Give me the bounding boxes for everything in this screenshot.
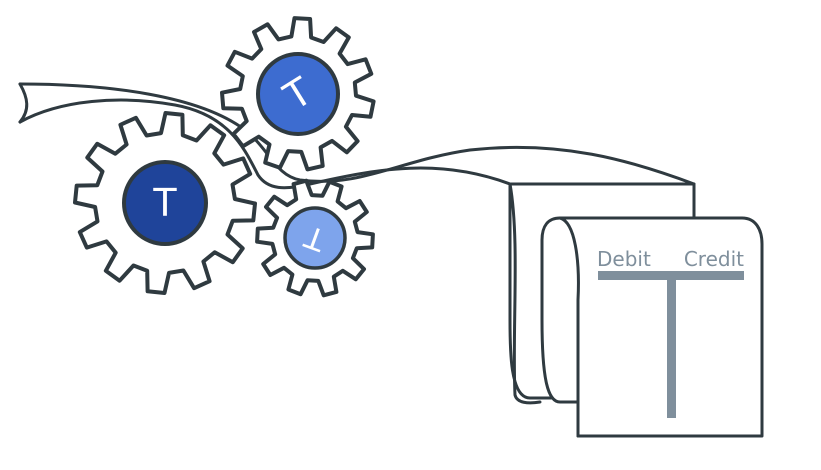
large-gear: T (73, 111, 257, 295)
ribbon-start-curl (18, 82, 29, 124)
t-account-vertical-rule (667, 278, 676, 418)
scroll-left-edge (508, 182, 542, 405)
small-gear-hub (283, 206, 347, 270)
scroll-roll-curve (558, 216, 580, 438)
ledger-scroll: Debit Credit (508, 182, 764, 438)
large-gear-hub (122, 160, 208, 246)
large-gear-glyph: T (152, 181, 177, 225)
small-gear: T (255, 178, 375, 298)
credit-label: Credit (684, 247, 744, 271)
debit-label: Debit (597, 247, 651, 271)
paper-ribbon (18, 82, 696, 190)
medium-gear-hub (256, 52, 340, 136)
ribbon-bottom-edge (18, 98, 512, 190)
t-account-horizontal-rule (598, 271, 744, 280)
medium-gear: T (220, 16, 376, 172)
ribbon-top-edge (18, 82, 696, 186)
